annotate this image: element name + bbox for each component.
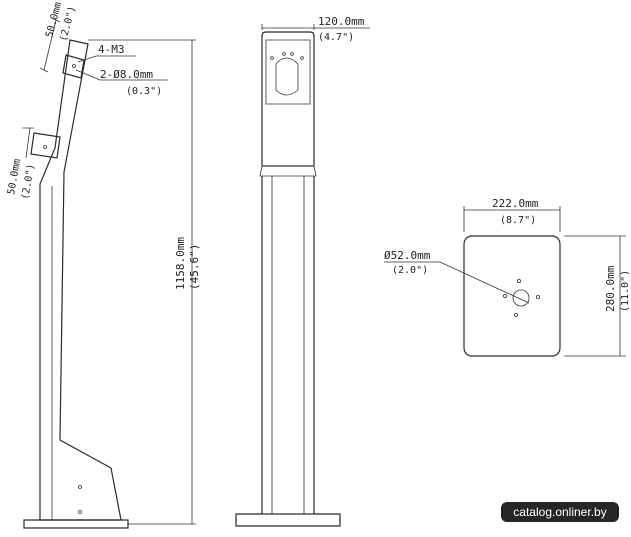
front-pole [261,176,315,514]
front-mount-cutout [275,57,299,96]
side-view: 50.0mm (2.0") 50.0mm (2.0") 4-M3 2-Ø8.0m… [6,1,201,529]
dim-base-width-mm: 222.0mm [492,197,539,210]
base-screw-hole [502,293,507,298]
front-head-plate [261,31,315,167]
watermark: catalog.onliner.by [501,502,619,522]
watermark-bg [501,502,619,522]
dim-mid-bracket-in: (2.0") [20,163,37,200]
mount-screw [300,56,304,60]
dim-front-width-in: (4.7") [318,32,354,43]
mount-screw [282,52,286,56]
dim-height-mm: 1158.0mm [174,237,187,290]
dim-line-base-width [463,206,561,232]
base-center-hole [512,289,530,307]
front-mount-plate [265,39,311,105]
dim-base-width-in: (8.7") [500,215,536,226]
dim-line-mid-bracket [22,127,34,159]
dim-base-depth-in: (11.0") [620,270,631,312]
bracket-hole [72,64,76,68]
base-screw-mark [78,485,82,489]
mount-screw [270,56,274,60]
front-base-plate [235,513,341,527]
dim-line-front-width [261,24,370,30]
leader-hole [75,69,168,81]
callout-screws: 4-M3 [98,43,125,56]
dim-base-depth-mm: 280.0mm [604,265,617,312]
dim-base-hole-in: (2.0") [392,265,428,276]
base-view: 222.0mm (8.7") 280.0mm (11.0") Ø52.0mm (… [384,197,631,357]
front-pole-inner [271,176,305,514]
dim-line-height [88,39,196,525]
dim-line-base-depth [564,235,626,357]
dim-height-in: (45.6") [188,244,201,290]
base-screw-hole [536,294,541,299]
bracket-hole [43,145,47,149]
front-neck-joint [259,165,317,177]
callout-hole-in: (0.3") [126,86,162,97]
front-view: 120.0mm (4.7") [235,15,370,527]
dim-front-width-mm: 120.0mm [318,15,365,28]
base-screw-hole [517,278,522,283]
dim-base-hole-mm: Ø52.0mm [384,249,431,262]
leader-base-hole [384,261,530,304]
side-pole-outline [39,39,122,521]
callout-hole-mm: 2-Ø8.0mm [100,68,153,81]
base-screw-hole [514,312,519,317]
top-bracket [62,54,85,79]
leader-screws [77,55,136,63]
side-base-plate [23,519,129,529]
mount-screw [290,52,294,56]
base-plate-top [463,235,561,357]
dim-line-top-bracket [39,17,61,73]
base-screw-mark [78,510,82,514]
mid-bracket [30,132,61,159]
watermark-text: catalog.onliner.by [513,505,606,519]
